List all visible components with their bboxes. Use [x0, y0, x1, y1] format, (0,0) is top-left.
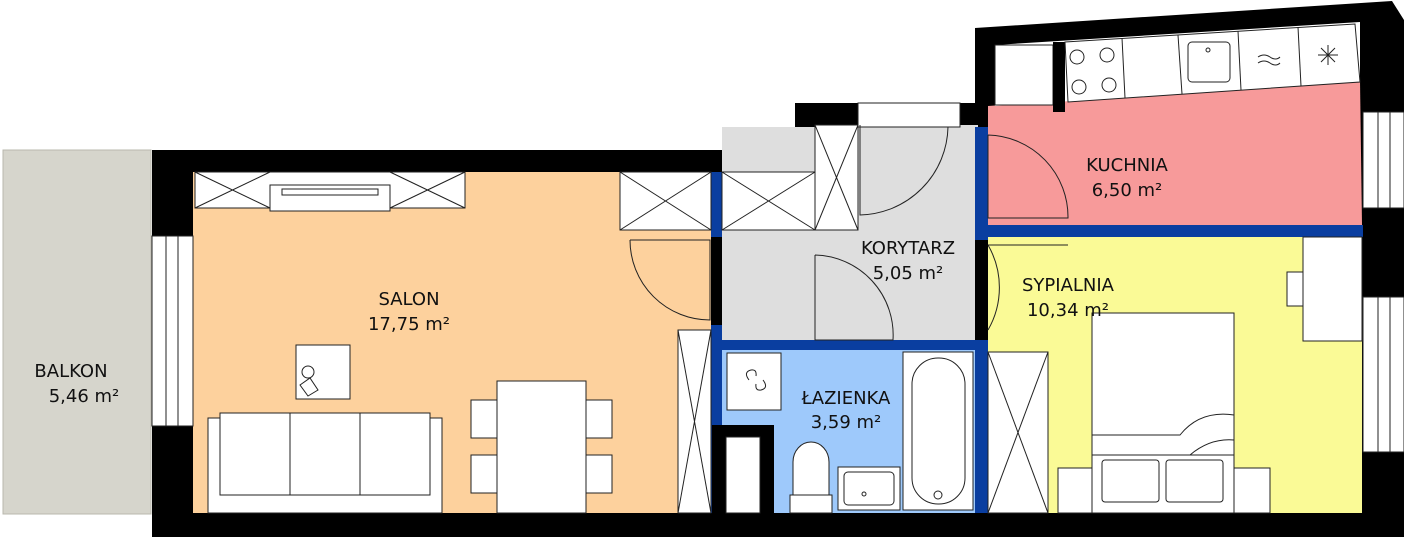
lazienka-name: ŁAZIENKA [801, 388, 891, 409]
kuchnia-name: KUCHNIA [1086, 155, 1168, 176]
balkon-name: BALKON [34, 361, 107, 382]
sypialnia-area-value: 10,34 m² [1027, 300, 1109, 321]
kitchen-fittings [1064, 23, 1361, 103]
korytarz-area-value: 5,05 m² [873, 263, 944, 284]
balkon-area-value: 5,46 m² [49, 386, 120, 407]
shaft-inner [725, 436, 761, 514]
wardrobes [194, 124, 1049, 514]
balkon-area [2, 149, 152, 515]
storage-niche [994, 44, 1054, 106]
lazienka-area-value: 3,59 m² [811, 412, 882, 433]
salon-name: SALON [378, 289, 439, 310]
niche-wall [1053, 42, 1065, 112]
sypialnia-name: SYPIALNIA [1022, 275, 1115, 296]
kuchnia-area [988, 80, 1362, 225]
partitions [711, 127, 1363, 513]
bathroom-fittings [726, 351, 974, 514]
windows [151, 111, 1404, 453]
kuchnia-area-value: 6,50 m² [1092, 180, 1163, 201]
salon-area-value: 17,75 m² [368, 314, 450, 335]
korytarz-name: KORYTARZ [861, 238, 955, 259]
doors [629, 102, 1069, 341]
bedroom-furniture [1057, 236, 1363, 514]
salon-furniture [207, 344, 613, 514]
